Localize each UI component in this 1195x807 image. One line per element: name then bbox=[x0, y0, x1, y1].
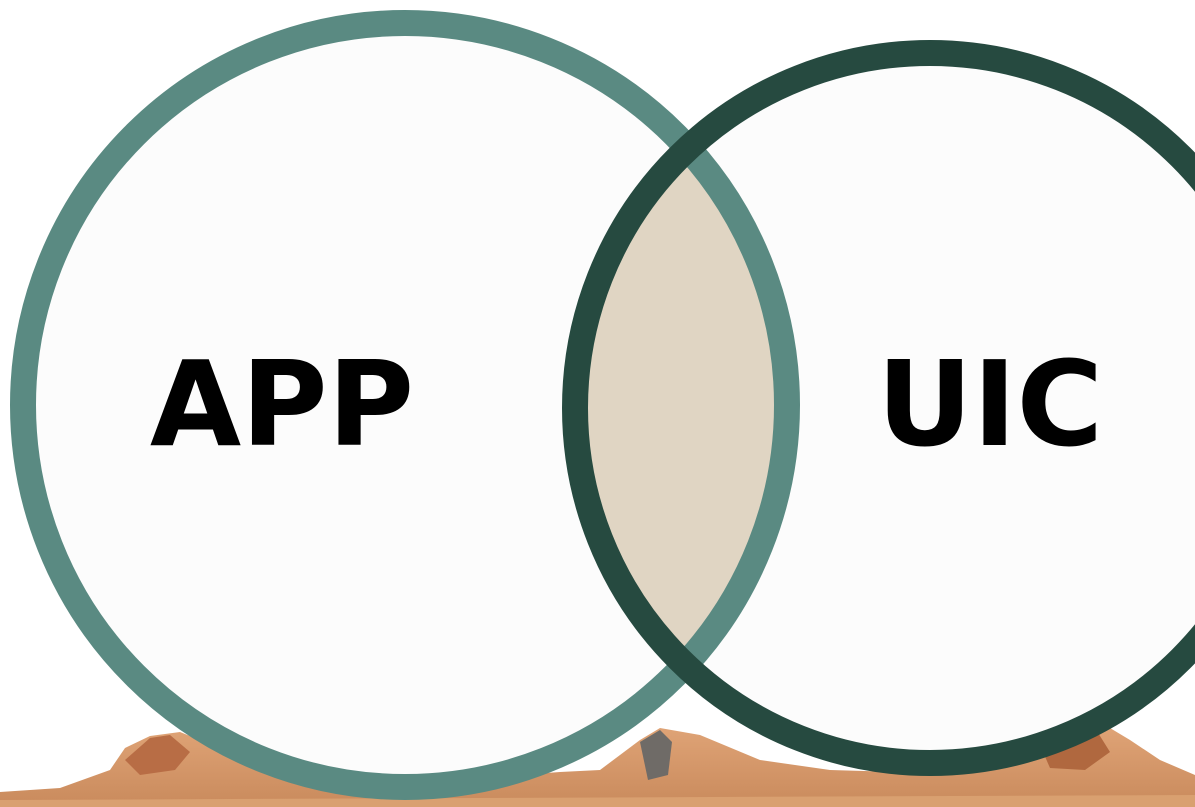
uic-label: UIC bbox=[877, 335, 1103, 473]
uic-circle-ring bbox=[562, 40, 1195, 776]
app-circle-fill bbox=[23, 23, 787, 787]
app-circle-ring bbox=[10, 10, 800, 800]
app-label: APP bbox=[150, 335, 414, 473]
